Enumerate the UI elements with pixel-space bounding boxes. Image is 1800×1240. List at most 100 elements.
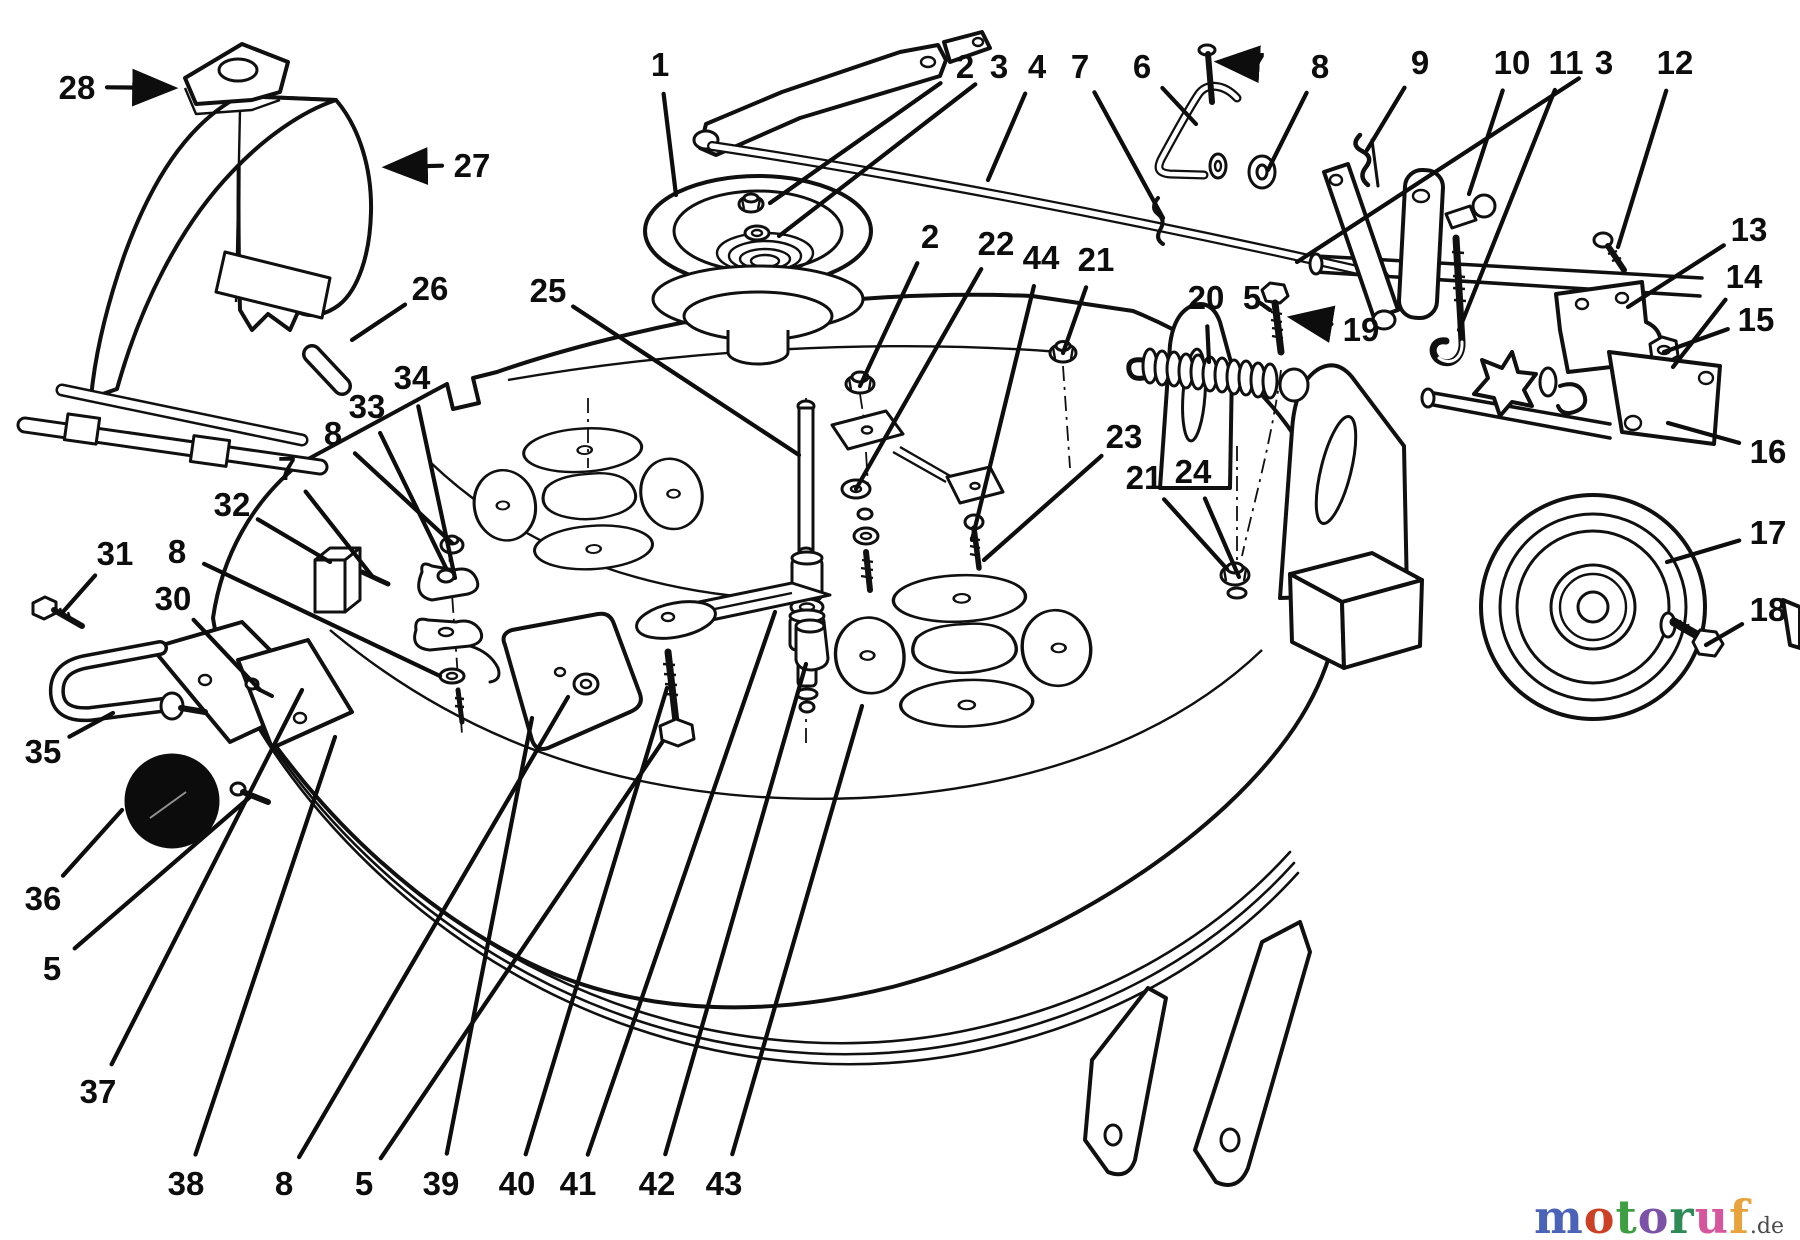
deflector-cap [183,42,290,116]
callout-18: 18 [1750,591,1787,628]
leader-line-10 [1466,88,1505,197]
leader-line-3 [776,82,978,239]
callout-21: 21 [1078,241,1115,278]
callout-33: 33 [349,388,386,425]
watermark-motoruf[interactable]: motoruf.de [1534,1194,1784,1240]
leader-line-22 [853,267,984,492]
watermark-letter: t [1615,1190,1638,1240]
discharge-deflector [16,42,374,476]
leader-line-13 [1625,243,1726,310]
leader-line-18 [1703,621,1745,648]
callout-13: 13 [1731,211,1768,248]
leader-line-7 [1092,90,1166,221]
callout-17: 17 [1750,514,1787,551]
leader-line-24 [1202,496,1242,580]
callout-4: 4 [1028,48,1047,85]
extension-spring [1126,281,1310,403]
callout-35: 35 [25,733,62,770]
leader-line-44 [969,284,1037,543]
leader-line-2 [857,261,920,389]
leader-line-19 [1286,305,1336,343]
callout-6: 6 [1133,48,1151,85]
leader-line-14 [1670,297,1728,370]
lift-bracket-right [1278,363,1409,600]
leader-line-38 [193,734,338,1157]
spindle-shaft [797,406,815,554]
leader-line-4 [985,91,1028,183]
callout-38: 38 [168,1165,205,1202]
leader-line-16 [1665,420,1742,445]
leader-line-9 [1364,85,1407,153]
callout-15: 15 [1738,301,1775,338]
leader-line-5 [72,794,253,951]
guard-plate [501,611,643,751]
callout-26: 26 [412,270,449,307]
callout-10: 10 [1494,44,1531,81]
callout-43: 43 [706,1165,743,1202]
callout-1: 1 [651,46,669,83]
leader-line-8 [202,561,443,679]
leader-line-3 [1294,76,1582,265]
leader-line-43 [730,703,865,1157]
cutting-blades [1083,920,1312,1187]
callout-5: 5 [43,950,61,987]
leader-line-12 [1615,88,1669,250]
leader-line-11 [1456,87,1558,333]
leader-line-25 [570,304,802,458]
leader-line-39 [444,715,535,1156]
callout-23: 23 [1106,418,1143,455]
leader-line-6 [1160,85,1199,127]
watermark-domain-suffix: .de [1749,1214,1784,1239]
callout-36: 36 [25,880,62,917]
callout-2: 2 [921,218,939,255]
leader-line-17 [1664,538,1742,565]
blade-mount-bar [635,581,832,672]
leader-line-36 [60,807,125,878]
leader-line-23 [981,453,1104,563]
mower-deck [211,292,1424,1066]
callout-8: 8 [1311,48,1329,85]
callout-30: 30 [155,580,192,617]
callout-31: 31 [97,535,134,572]
leader-line-32 [255,517,333,565]
leader-line-2 [767,81,943,206]
idler-pulley-assembly [643,30,992,366]
callout-40: 40 [499,1165,536,1202]
leader-line-7 [1213,45,1261,84]
deck-skirt [236,684,1300,1066]
leader-line-15 [1661,327,1730,355]
callout-42: 42 [639,1165,676,1202]
callout-11: 11 [1549,44,1584,81]
watermark-letter: r [1669,1190,1695,1240]
leader-line-42 [663,661,809,1157]
hex-bolt [658,648,696,748]
mount-plate [830,409,905,451]
leader-line-8 [1265,90,1309,173]
leader-line-37 [109,687,305,1067]
leader-line-35 [67,710,116,739]
callout-28: 28 [59,69,96,106]
callout-5: 5 [355,1165,373,1202]
flange-nut [1048,340,1078,364]
callout-8: 8 [324,415,342,452]
callout-16: 16 [1750,433,1787,470]
leader-line-5 [378,738,666,1161]
leader-line-41 [585,609,778,1157]
callout-34: 34 [394,359,431,396]
callout-44: 44 [1023,239,1060,276]
callout-41: 41 [560,1165,597,1202]
callout-9: 9 [1411,44,1429,81]
watermark-letter: u [1694,1190,1730,1240]
leader-line-34 [416,404,458,581]
callout-39: 39 [423,1165,460,1202]
gauge-wheel-assembly [31,595,354,849]
callout-7: 7 [1071,48,1089,85]
callout-21: 21 [1126,459,1163,496]
watermark-letter: o [1637,1190,1670,1240]
callout-24: 24 [1175,453,1212,490]
leader-line-30 [191,617,263,693]
callout-7: 7 [278,450,296,487]
